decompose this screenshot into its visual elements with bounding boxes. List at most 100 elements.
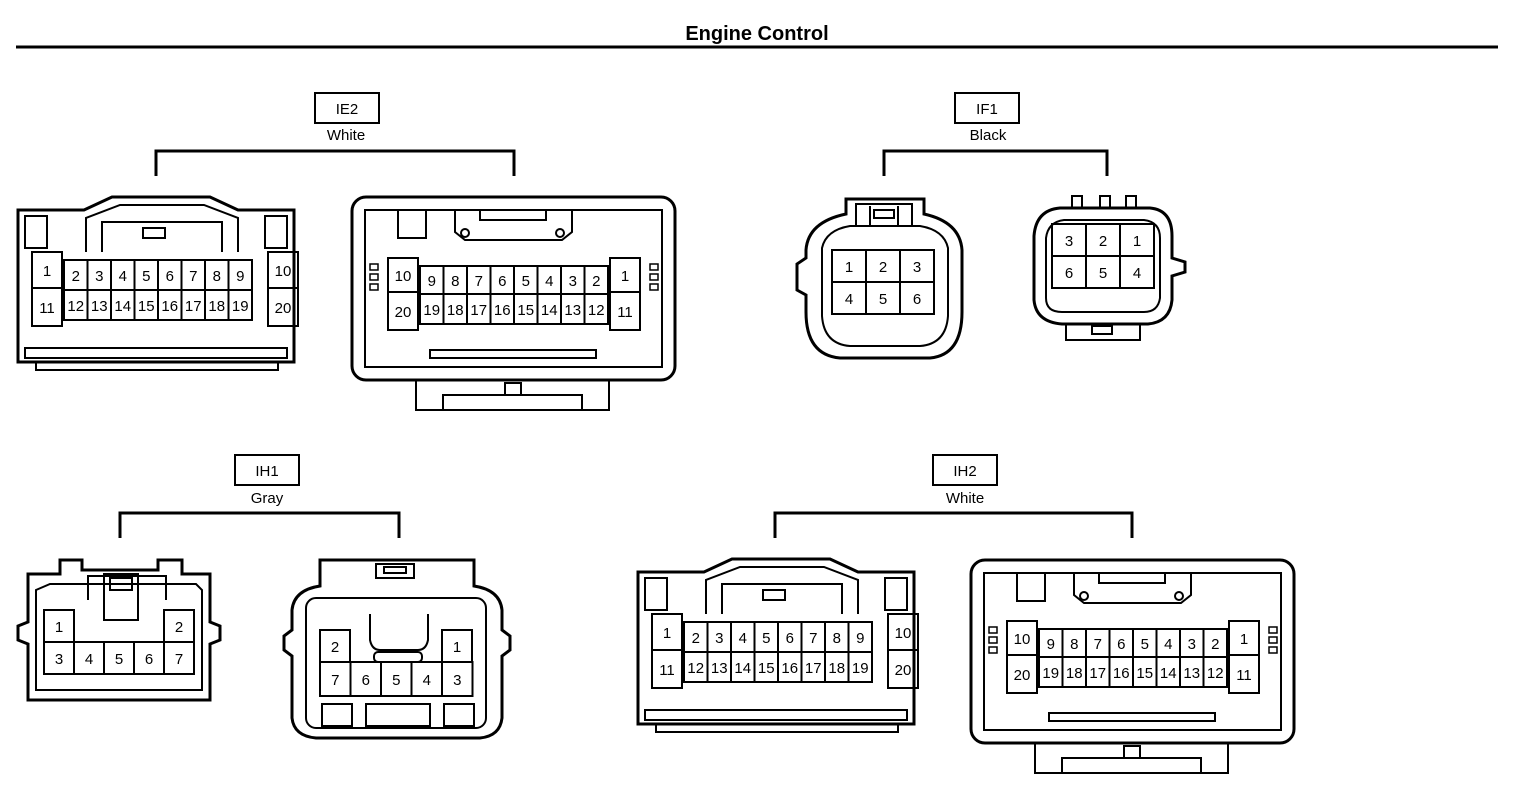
pin-number: 13 [91, 298, 108, 315]
pin-cell [227, 289, 253, 321]
pin-number: 5 [762, 630, 770, 647]
pin-number: 8 [213, 268, 221, 285]
latch-rib [649, 273, 659, 281]
pin-number: 7 [331, 672, 339, 689]
connector-color: White [327, 127, 365, 144]
pin-number: 20 [895, 662, 912, 679]
pin-number: 11 [1236, 667, 1252, 684]
pin-cell [31, 287, 63, 327]
pin-number: 13 [1183, 665, 1200, 682]
pin-number: 11 [659, 662, 675, 679]
pin-number: 2 [72, 268, 80, 285]
pin-cell [847, 651, 873, 683]
latch-rib [369, 263, 379, 271]
pin-number: 7 [1094, 636, 1102, 653]
pin-number: 4 [119, 268, 127, 285]
connector-outline [1032, 206, 1187, 326]
pin-number: 10 [275, 263, 292, 280]
connector-color: Black [970, 127, 1007, 144]
pin-number: 8 [1070, 636, 1078, 653]
pin-number: 5 [1099, 265, 1107, 282]
pin-number: 13 [564, 302, 581, 319]
connector-id: IE2 [336, 101, 359, 118]
pin-number: 17 [470, 302, 487, 319]
connector-outline [350, 195, 677, 382]
pin-cell [387, 291, 419, 331]
latch-rib [988, 636, 998, 644]
pin-number: 1 [845, 259, 853, 276]
pin-number: 6 [362, 672, 370, 689]
connector-id: IH2 [953, 463, 976, 480]
pin-cell [651, 649, 683, 689]
pin-number: 5 [142, 268, 150, 285]
pin-number: 1 [1133, 233, 1141, 250]
pin-number: 11 [617, 304, 633, 321]
pin-number: 1 [43, 263, 51, 280]
pin-number: 5 [1141, 636, 1149, 653]
pin-number: 3 [55, 651, 63, 668]
latch-rib [649, 263, 659, 271]
connector-outline [969, 558, 1296, 745]
pin-number: 5 [522, 273, 530, 290]
pin-number: 8 [833, 630, 841, 647]
pin-cell [163, 641, 195, 675]
pin-number: 13 [711, 660, 728, 677]
latch-rib [1268, 626, 1278, 634]
pin-number: 19 [1042, 665, 1059, 682]
latch-rib [1268, 646, 1278, 654]
pin-number: 17 [1089, 665, 1106, 682]
connector-outline [795, 197, 964, 360]
group-if1: IF1 Black [882, 92, 1109, 176]
pin-cell [267, 287, 299, 327]
connector-id: IH1 [255, 463, 278, 480]
pin-number: 19 [852, 660, 869, 677]
connector-color: White [946, 490, 984, 507]
connector-id: IF1 [976, 101, 998, 118]
connector-outline [636, 557, 916, 726]
pin-number: 7 [809, 630, 817, 647]
pin-number: 16 [781, 660, 798, 677]
pin-cell [899, 281, 935, 315]
pin-number: 7 [189, 268, 197, 285]
pin-number: 3 [453, 672, 461, 689]
connector-outline [16, 195, 296, 364]
pin-number: 18 [447, 302, 464, 319]
pin-number: 20 [275, 300, 292, 317]
connector-id-box [314, 92, 380, 124]
pin-number: 10 [395, 268, 412, 285]
latch-rib [988, 646, 998, 654]
connector-outline [282, 558, 512, 740]
pin-number: 14 [114, 298, 131, 315]
pin-number: 18 [208, 298, 225, 315]
pin-number: 20 [1014, 667, 1031, 684]
group-ih2: IH2 White [773, 454, 1134, 538]
pin-number: 10 [1014, 631, 1031, 648]
group-ih1: IH1 Gray [118, 454, 401, 538]
pin-number: 4 [845, 291, 853, 308]
group-bracket [773, 511, 1134, 538]
pin-number: 12 [67, 298, 84, 315]
latch-rib [1268, 636, 1278, 644]
pin-number: 9 [1047, 636, 1055, 653]
latch-rib [649, 283, 659, 291]
pin-cell [1006, 654, 1038, 694]
pin-number: 6 [786, 630, 794, 647]
pin-number: 18 [1066, 665, 1083, 682]
pin-number: 3 [715, 630, 723, 647]
pin-number: 12 [687, 660, 704, 677]
pin-number: 2 [879, 259, 887, 276]
pin-cell [609, 291, 641, 331]
pin-cell [583, 293, 609, 325]
pin-number: 14 [1160, 665, 1177, 682]
pin-number: 19 [232, 298, 249, 315]
pin-cell [1228, 654, 1260, 694]
